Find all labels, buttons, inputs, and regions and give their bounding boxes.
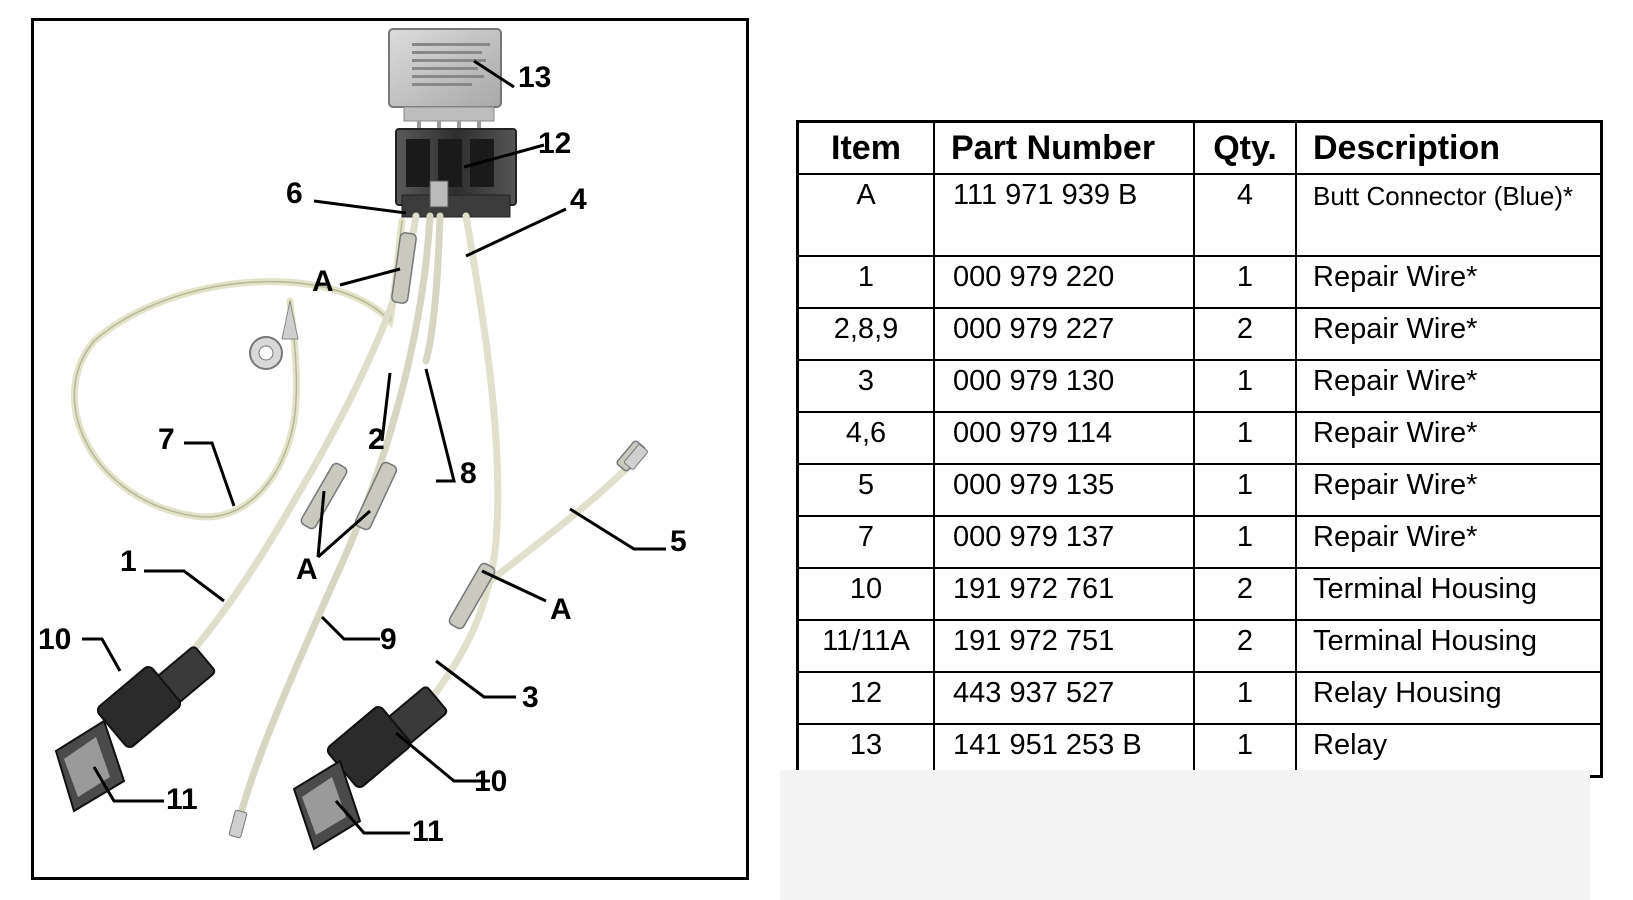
blank-panel — [780, 770, 1590, 900]
cell-part-number: 000 979 114 — [933, 411, 1195, 465]
wires — [70, 212, 638, 825]
terminal-clip-right — [292, 759, 362, 851]
callout-a-middle: A — [296, 553, 318, 586]
cell-description: Repair Wire* — [1295, 359, 1603, 413]
relay-housing — [395, 128, 517, 218]
cell-part-number: 111 971 939 B — [933, 173, 1195, 257]
header-description: Description — [1295, 120, 1603, 175]
cell-qty: 1 — [1193, 255, 1297, 309]
cell-item: 11/11A — [796, 619, 935, 673]
callout-10-right: 10 — [474, 765, 507, 798]
leader-lines — [82, 59, 666, 835]
cell-item: 12 — [796, 671, 935, 725]
cell-item: 7 — [796, 515, 935, 569]
cell-description: Butt Connector (Blue)* — [1295, 173, 1603, 257]
cell-description: Repair Wire* — [1295, 515, 1603, 569]
cell-description: Repair Wire* — [1295, 411, 1603, 465]
table-row: 10 191 972 761 2 Terminal Housing — [796, 567, 1603, 621]
callout-a-top: A — [312, 265, 334, 298]
table-row: 11/11A 191 972 751 2 Terminal Housing — [796, 619, 1603, 673]
cell-part-number: 000 979 227 — [933, 307, 1195, 361]
cell-part-number: 000 979 135 — [933, 463, 1195, 517]
cell-part-number: 191 972 761 — [933, 567, 1195, 621]
cell-part-number: 191 972 751 — [933, 619, 1195, 673]
callout-11-right: 11 — [412, 815, 444, 848]
cell-description: Repair Wire* — [1295, 255, 1603, 309]
cell-item: 13 — [796, 723, 935, 778]
table-row: 4,6 000 979 114 1 Repair Wire* — [796, 411, 1603, 465]
cell-part-number: 000 979 220 — [933, 255, 1195, 309]
callout-3: 3 — [522, 681, 539, 714]
cell-qty: 2 — [1193, 619, 1297, 673]
terminal-clip-left — [54, 719, 126, 813]
callout-10-left: 10 — [38, 623, 71, 656]
cell-description: Terminal Housing — [1295, 567, 1603, 621]
cell-item: 10 — [796, 567, 935, 621]
table-row: A 111 971 939 B 4 Butt Connector (Blue)* — [796, 173, 1603, 257]
callout-12: 12 — [538, 127, 571, 160]
cell-item: 3 — [796, 359, 935, 413]
cell-qty: 1 — [1193, 671, 1297, 725]
cell-item: 4,6 — [796, 411, 935, 465]
callout-labels: 13 12 6 4 A 7 2 8 5 1 A A 10 9 3 11 10 1… — [38, 61, 687, 848]
cell-qty: 1 — [1193, 411, 1297, 465]
terminal-housing-left — [96, 646, 216, 748]
cell-qty: 1 — [1193, 515, 1297, 569]
cell-qty: 2 — [1193, 567, 1297, 621]
spade-terminals — [228, 444, 648, 839]
cell-part-number: 141 951 253 B — [933, 723, 1195, 778]
cell-item: 5 — [796, 463, 935, 517]
cell-description: Terminal Housing — [1295, 619, 1603, 673]
cell-description: Repair Wire* — [1295, 463, 1603, 517]
header-item: Item — [796, 120, 935, 175]
cell-qty: 1 — [1193, 359, 1297, 413]
table-row: 7 000 979 137 1 Repair Wire* — [796, 515, 1603, 569]
header-part-number: Part Number — [933, 120, 1195, 175]
callout-1: 1 — [120, 545, 137, 578]
callout-6: 6 — [286, 177, 303, 210]
callout-8: 8 — [460, 457, 477, 490]
cell-item: 1 — [796, 255, 935, 309]
ring-terminal — [249, 300, 299, 370]
callout-2: 2 — [368, 423, 385, 456]
cell-item: 2,8,9 — [796, 307, 935, 361]
cell-description: Relay Housing — [1295, 671, 1603, 725]
cell-part-number: 000 979 130 — [933, 359, 1195, 413]
table-row: 1 000 979 220 1 Repair Wire* — [796, 255, 1603, 309]
table-row: 3 000 979 130 1 Repair Wire* — [796, 359, 1603, 413]
cell-part-number: 443 937 527 — [933, 671, 1195, 725]
cell-part-number: 000 979 137 — [933, 515, 1195, 569]
table-row: 12 443 937 527 1 Relay Housing — [796, 671, 1603, 725]
callout-13: 13 — [518, 61, 551, 94]
parts-table: Item Part Number Qty. Description A 111 … — [796, 120, 1603, 778]
cell-qty: 4 — [1193, 173, 1297, 257]
cell-description: Repair Wire* — [1295, 307, 1603, 361]
wiring-harness-diagram: 13 12 6 4 A 7 2 8 5 1 A A 10 9 3 11 10 1… — [31, 18, 749, 880]
cell-qty: 2 — [1193, 307, 1297, 361]
harness-illustration: 13 12 6 4 A 7 2 8 5 1 A A 10 9 3 11 10 1… — [38, 28, 687, 851]
callout-7: 7 — [158, 423, 175, 456]
callout-a-right: A — [550, 593, 572, 626]
cell-description: Relay — [1295, 723, 1603, 778]
relay — [388, 28, 502, 133]
cell-qty: 1 — [1193, 463, 1297, 517]
callout-4: 4 — [570, 183, 587, 216]
table-row: 13 141 951 253 B 1 Relay — [796, 723, 1603, 778]
cell-qty: 1 — [1193, 723, 1297, 778]
callout-11-left: 11 — [166, 783, 198, 816]
table-header-row: Item Part Number Qty. Description — [796, 120, 1603, 175]
table-row: 2,8,9 000 979 227 2 Repair Wire* — [796, 307, 1603, 361]
callout-5: 5 — [670, 525, 687, 558]
callout-9: 9 — [380, 623, 397, 656]
header-qty: Qty. — [1193, 120, 1297, 175]
cell-item: A — [796, 173, 935, 257]
table-row: 5 000 979 135 1 Repair Wire* — [796, 463, 1603, 517]
